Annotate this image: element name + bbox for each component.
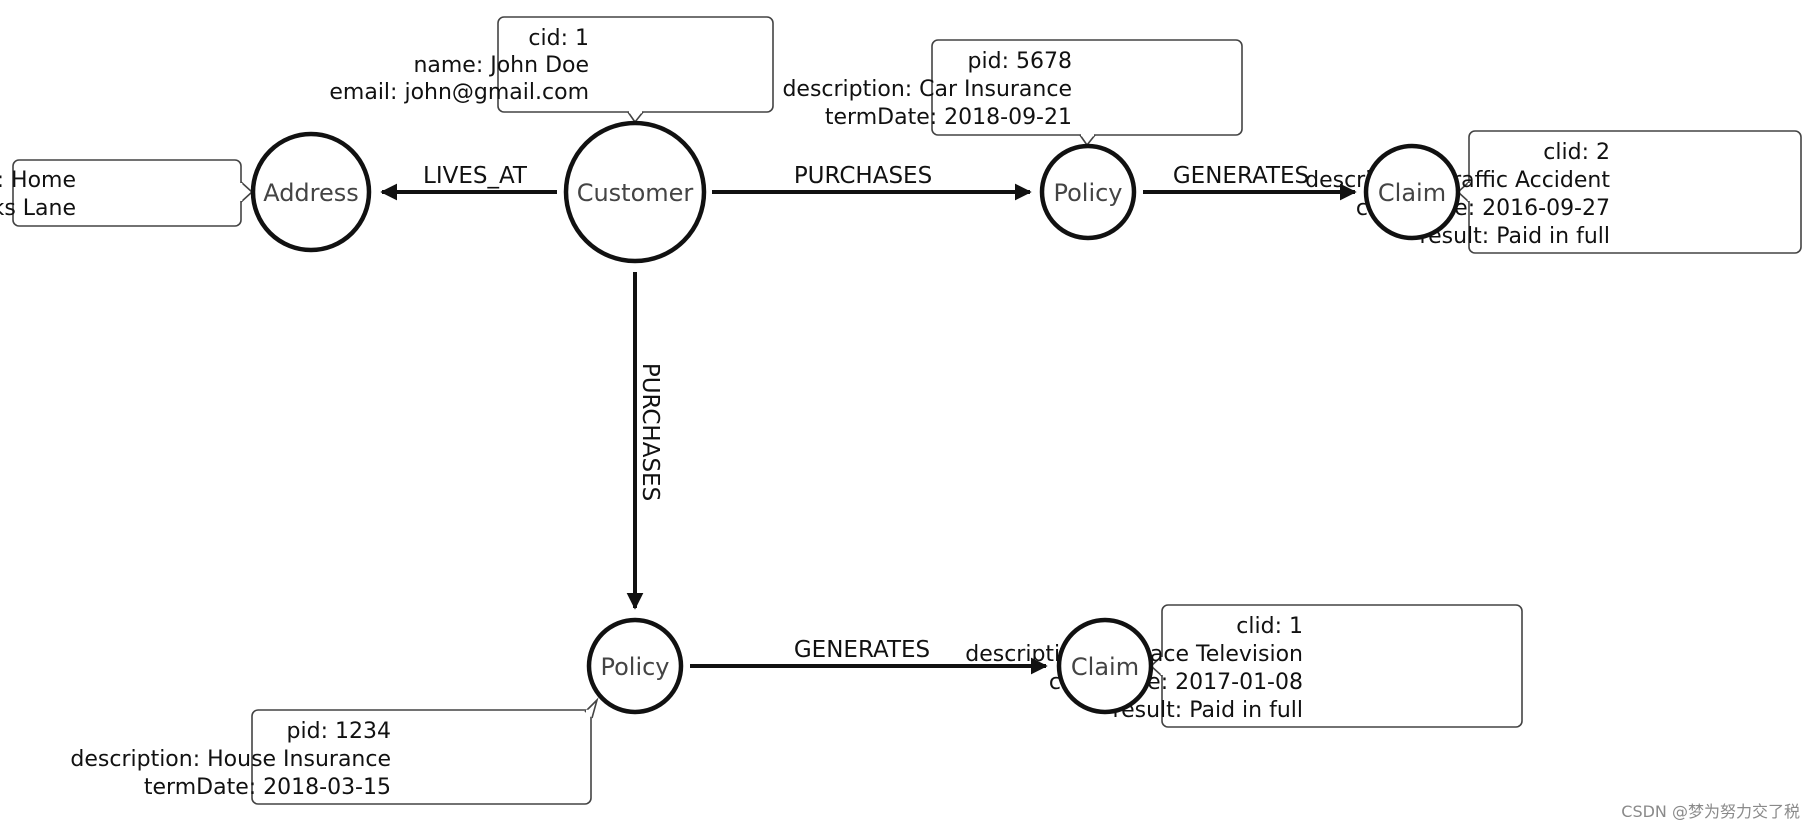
edge-label-purchases-house: PURCHASES [637, 363, 663, 501]
prop-row: termDate: 2018-03-15 [144, 775, 391, 800]
node-label-policy-house: Policy [600, 653, 669, 681]
node-label-policy-car: Policy [1053, 179, 1122, 207]
edge-lives-at: LIVES_AT [380, 163, 557, 201]
node-label-claim-2: Claim [1378, 179, 1446, 207]
node-claim-1: Claim [1056, 617, 1154, 715]
prop-row: email: john@gmail.com [329, 80, 589, 105]
edge-label-generates-house: GENERATES [794, 637, 930, 663]
prop-row: termDate: 2018-09-21 [825, 105, 1072, 130]
edge-purchases-house: PURCHASES [626, 272, 663, 610]
node-policy-car: Policy [1039, 143, 1137, 241]
node-customer: Customer [563, 120, 707, 264]
prop-row: result: Paid in full [1113, 698, 1303, 723]
node-address: Address [250, 131, 372, 253]
edge-generates-house: GENERATES [690, 637, 1048, 675]
address-properties: type: Home line: 23 Links Lane [0, 159, 254, 227]
node-label-customer: Customer [577, 179, 694, 207]
customer-properties: cid: 1 name: John Doe email: john@gmail.… [329, 16, 774, 124]
prop-row: pid: 1234 [287, 719, 391, 744]
policy-house-properties: pid: 1234 description: House Insurance t… [70, 697, 599, 805]
node-claim-2: Claim [1363, 143, 1461, 241]
prop-row: description: Car Insurance [782, 77, 1072, 102]
edge-generates-car: GENERATES [1143, 163, 1357, 201]
edge-label-lives-at: LIVES_AT [423, 163, 528, 189]
edge-label-purchases-car: PURCHASES [794, 163, 932, 189]
node-policy-house: Policy [586, 617, 684, 715]
policy-car-properties: pid: 5678 description: Car Insurance ter… [782, 39, 1243, 147]
edge-purchases-car: PURCHASES [712, 163, 1032, 201]
prop-row: type: Home [0, 168, 76, 193]
prop-row: name: John Doe [413, 53, 589, 78]
prop-row: pid: 5678 [968, 49, 1072, 74]
prop-row: description: House Insurance [70, 747, 391, 772]
prop-row: clid: 2 [1543, 140, 1610, 165]
claim-1-properties: clid: 1 description: Replace Television … [965, 604, 1523, 728]
prop-row: result: Paid in full [1420, 224, 1610, 249]
watermark-text: CSDN @梦为努力交了税 [1621, 802, 1800, 821]
edge-label-generates-car: GENERATES [1173, 163, 1309, 189]
node-label-address: Address [263, 179, 359, 207]
prop-row: cid: 1 [528, 26, 589, 51]
prop-row: clid: 1 [1236, 614, 1303, 639]
prop-row: line: 23 Links Lane [0, 196, 76, 221]
node-label-claim-1: Claim [1071, 653, 1139, 681]
